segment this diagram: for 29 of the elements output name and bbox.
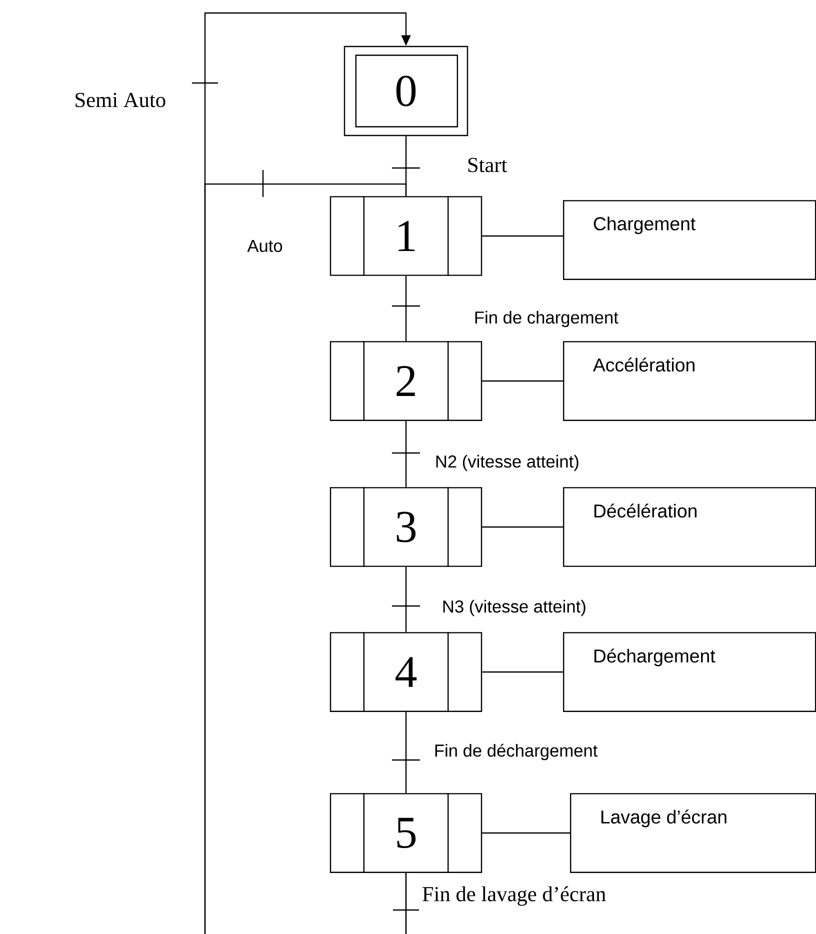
step-box: 1: [330, 196, 482, 276]
transition-label: N2 (vitesse atteint): [436, 454, 578, 472]
transition-label: Auto: [247, 240, 282, 252]
action-box: Décélération: [563, 487, 816, 567]
step-box: 2: [330, 341, 482, 421]
action-link: [482, 526, 563, 528]
link: [204, 183, 407, 934]
step-box: 4: [330, 632, 482, 712]
link: [405, 712, 407, 794]
action-box: Accélération: [563, 341, 816, 421]
link: [405, 276, 407, 342]
step-box: 3: [330, 487, 482, 567]
link: [405, 566, 407, 632]
transition-label: Start: [468, 158, 508, 172]
step-box: 5: [330, 793, 482, 873]
action-link: [482, 832, 570, 834]
transition-label: Fin de déchargement: [435, 744, 598, 760]
transition-label: N3 (vitesse atteint): [443, 600, 586, 616]
action-link: [482, 671, 563, 673]
transition-label: Semi Auto: [76, 92, 166, 108]
link: [405, 420, 407, 488]
transition-label: Fin de lavage d’écran: [422, 886, 606, 906]
action-box: Chargement: [563, 200, 816, 280]
transition-label: Fin de chargement: [475, 310, 618, 328]
initial-step-box: 0: [344, 46, 468, 136]
action-link: [482, 235, 563, 237]
action-box: Lavage d’écran: [570, 793, 816, 873]
action-link: [482, 380, 563, 382]
action-box: Déchargement: [563, 632, 816, 712]
